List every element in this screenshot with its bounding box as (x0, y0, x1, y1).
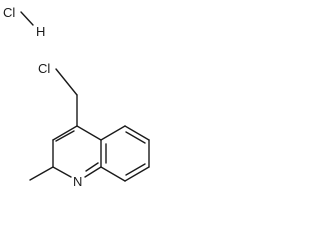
n1-c8a-bond (84, 166, 102, 178)
c7-c8-inner-bond (125, 163, 146, 176)
c4a-c4-bond (76, 125, 102, 141)
ring-nitrogen-label: N (73, 174, 82, 189)
c4-c3-bond (52, 125, 78, 141)
hcl-bond (20, 11, 34, 26)
c5-c6-bond (124, 125, 150, 141)
c5-c6-inner-bond (125, 131, 146, 144)
structure-diagram: Cl H Cl N (3, 5, 150, 189)
n1-c8a-inner-bond (85, 162, 99, 172)
c4-c3-inner-bond (55, 130, 75, 142)
c2-methyl-bond (29, 166, 54, 181)
chloromethyl-chlorine-label: Cl (38, 61, 50, 76)
c2-n1-bond (52, 166, 72, 178)
c7-c8-bond (124, 166, 150, 182)
c8-c8a-bond (100, 166, 126, 182)
hcl-chlorine-label: Cl (3, 5, 15, 20)
ch2-cl-bond (55, 68, 78, 96)
c4a-c5-bond (100, 125, 126, 141)
hcl-hydrogen-label: H (36, 24, 45, 39)
